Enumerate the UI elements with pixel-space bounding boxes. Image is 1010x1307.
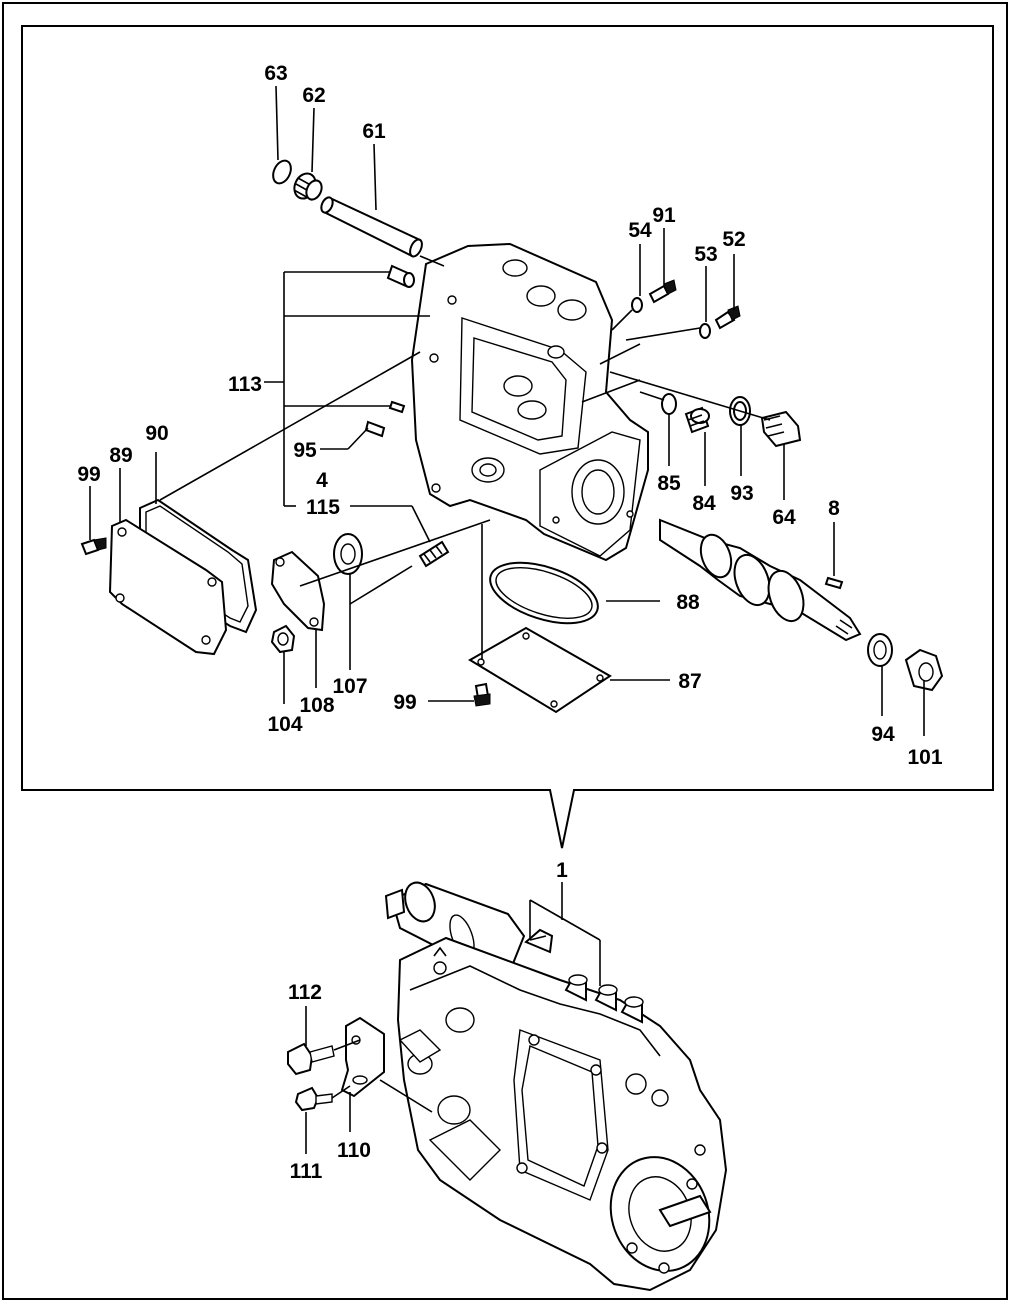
part-113-pin (388, 400, 406, 414)
callout-87: 87 (678, 670, 701, 693)
pump-housing (410, 242, 649, 562)
part-62-plug (293, 172, 323, 201)
callout-89: 89 (109, 444, 132, 467)
callout-labels: 63 62 61 54 91 53 52 113 95 4 115 85 84 … (77, 62, 943, 1183)
part-84-plug (684, 406, 710, 434)
callout-113: 113 (228, 373, 262, 396)
callout-64: 64 (772, 506, 796, 529)
part-115-stud (418, 540, 450, 568)
part-87-plate (468, 626, 612, 714)
part-101-nut (904, 648, 944, 692)
pump-assembly (384, 881, 728, 1292)
camshaft (659, 518, 862, 642)
leader-lines-upper (89, 85, 925, 736)
part-104-nut (270, 624, 296, 654)
callout-104: 104 (267, 713, 302, 736)
callout-90: 90 (145, 422, 168, 445)
part-99-screw-left (80, 537, 107, 556)
callout-4: 4 (316, 469, 328, 492)
callout-95: 95 (293, 439, 317, 462)
callout-99-bottom: 99 (393, 691, 416, 714)
part-52-screw (714, 305, 741, 330)
part-111-bolt (294, 1086, 333, 1112)
callout-111: 111 (290, 1160, 323, 1183)
callout-1: 1 (556, 859, 568, 882)
part-107-washer-hole (340, 543, 356, 565)
callout-91: 91 (652, 204, 676, 227)
callout-53: 53 (694, 243, 717, 266)
callout-8: 8 (828, 497, 840, 520)
callout-62: 62 (302, 84, 325, 107)
part-85-oring (661, 393, 677, 415)
callout-101: 101 (907, 746, 942, 769)
callout-94: 94 (871, 723, 895, 746)
callout-93: 93 (730, 482, 753, 505)
part-112-bolt (287, 1042, 335, 1076)
callout-112: 112 (288, 981, 322, 1004)
part-91-screw (648, 279, 677, 304)
part-95-pin (364, 420, 386, 438)
part-110-bracket (340, 1016, 385, 1098)
detail-callout-box (21, 25, 994, 849)
part-63-oring (272, 159, 292, 185)
part-64-plug (760, 410, 802, 448)
callout-84: 84 (692, 492, 716, 515)
part-113-bush (386, 264, 415, 288)
callout-99-left: 99 (77, 463, 100, 486)
part-54-oring (631, 297, 643, 313)
part-94-lockwasher (867, 633, 893, 667)
leader-lines-lower (305, 882, 601, 1154)
callout-52: 52 (722, 228, 745, 251)
part-88-oring-inner (495, 567, 593, 619)
part-61-shaft (320, 196, 423, 258)
callout-115: 115 (306, 496, 340, 519)
part-108-plate (270, 550, 326, 632)
callout-108: 108 (299, 694, 334, 717)
callout-107: 107 (332, 675, 367, 698)
part-53-oring (699, 323, 711, 339)
callout-88: 88 (676, 591, 700, 614)
callout-54: 54 (628, 219, 652, 242)
part-99-screw-bottom (473, 682, 491, 707)
part-8-key (824, 576, 844, 590)
callout-85: 85 (657, 472, 681, 495)
part-89-cover (108, 518, 228, 656)
callout-110: 110 (337, 1139, 371, 1162)
callout-61: 61 (362, 120, 386, 143)
callout-63: 63 (264, 62, 287, 85)
